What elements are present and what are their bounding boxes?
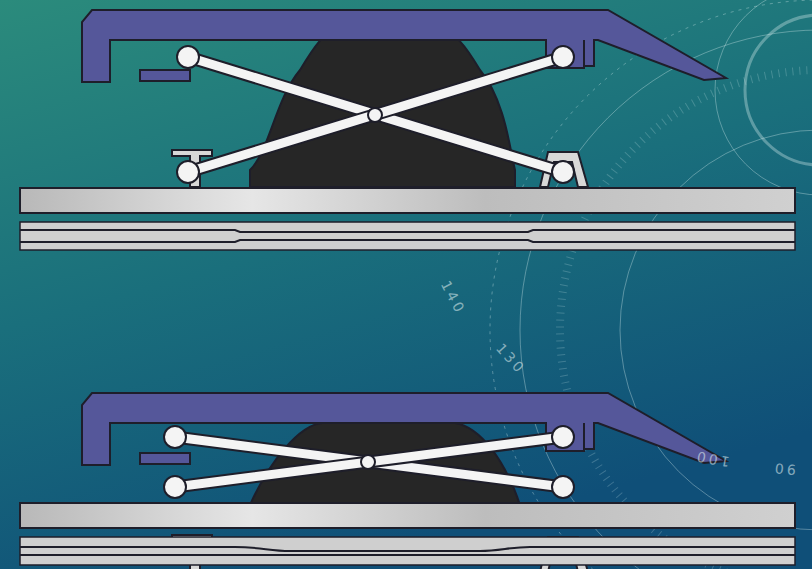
keycap-latch bbox=[140, 70, 190, 81]
dial-number: 90 bbox=[771, 460, 796, 478]
base-plate bbox=[20, 188, 795, 213]
pivot-pin bbox=[361, 455, 375, 469]
keycap-hook bbox=[546, 423, 584, 451]
pivot-pin bbox=[552, 46, 574, 68]
membrane-layer bbox=[20, 230, 795, 232]
pivot-pin bbox=[177, 161, 199, 183]
scissor-arm bbox=[175, 437, 563, 487]
scissor-arm bbox=[188, 57, 563, 172]
membrane-layer bbox=[20, 554, 795, 556]
pivot-pin bbox=[368, 108, 382, 122]
pressed-key bbox=[20, 393, 795, 569]
scissor-arm bbox=[188, 57, 563, 172]
pivot-pin bbox=[552, 476, 574, 498]
scissor-arm bbox=[188, 57, 563, 172]
membrane-layer bbox=[20, 547, 795, 551]
membrane bbox=[20, 222, 795, 250]
scissor-arm bbox=[175, 437, 563, 487]
pivot-pin bbox=[164, 476, 186, 498]
scissor-arm bbox=[175, 437, 563, 487]
keycap bbox=[82, 10, 726, 82]
membrane bbox=[20, 537, 795, 565]
keycap-latch bbox=[140, 453, 190, 464]
membrane-layer bbox=[20, 240, 795, 242]
scissor-arm bbox=[175, 437, 563, 487]
pivot-pin bbox=[164, 426, 186, 448]
scissor-arm bbox=[188, 57, 563, 172]
released-key bbox=[20, 10, 795, 250]
keycap bbox=[82, 10, 726, 82]
pivot-pin bbox=[552, 426, 574, 448]
pivot-pin bbox=[552, 161, 574, 183]
base-plate bbox=[20, 503, 795, 528]
pivot-pin bbox=[177, 46, 199, 68]
